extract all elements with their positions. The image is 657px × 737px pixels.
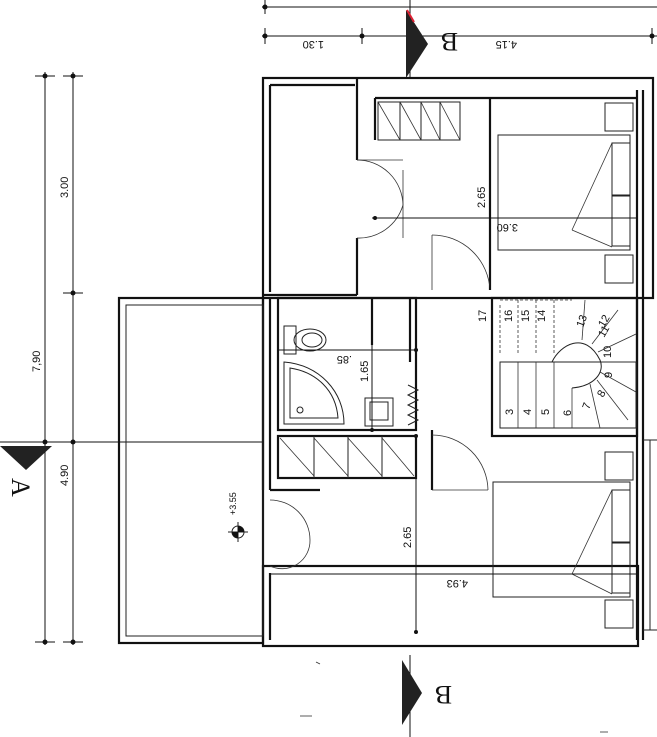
upper-left-room xyxy=(262,78,404,297)
stair-step-10: 10 xyxy=(602,346,614,358)
stair-step-16: 16 xyxy=(503,310,515,322)
dim-bedroom2-width: 4.93 xyxy=(447,577,468,589)
dim-bedroom2-depth: 2.65 xyxy=(402,527,414,548)
dim-bedroom1-depth: 2.65 xyxy=(476,187,488,208)
stair-step-4: 4 xyxy=(522,409,534,415)
dim-top-left: 1.30 xyxy=(303,38,324,50)
outer-walls xyxy=(261,76,657,648)
dim-total-height: 7,90 xyxy=(31,351,43,372)
level-label: +3.55 xyxy=(228,492,238,515)
stair-step-11: 11 xyxy=(596,324,612,340)
stair-step-6: 6 xyxy=(562,410,574,416)
level-marker: +3.55 xyxy=(228,492,248,542)
stair-step-7: 7 xyxy=(581,401,594,411)
hall-wardrobe xyxy=(276,434,418,480)
bathroom xyxy=(276,296,420,432)
bedroom-1 xyxy=(373,96,637,291)
dim-bath-b: .85 xyxy=(337,353,352,365)
bedroom-2 xyxy=(269,430,634,629)
stair-step-9: 9 xyxy=(603,372,615,378)
interior-dimensions xyxy=(270,110,637,634)
stair-step-17: 17 xyxy=(477,310,489,322)
stair-step-5: 5 xyxy=(540,409,552,415)
stair-step-12: 12 xyxy=(596,313,613,330)
section-b-bottom-label: B xyxy=(435,680,452,709)
dim-top-right: 4.15 xyxy=(496,38,517,50)
section-a-marker: A xyxy=(0,441,262,497)
stair-step-13: 13 xyxy=(575,313,590,329)
stair-step-14: 14 xyxy=(536,310,548,322)
dim-upper-part: 3.00 xyxy=(59,177,71,198)
stair-step-3: 3 xyxy=(504,409,516,415)
dim-bedroom1-width: 3.60 xyxy=(497,221,518,233)
terrace-outline xyxy=(117,296,265,645)
dim-lower-part: 4.90 xyxy=(59,465,71,486)
section-b-top-marker: B xyxy=(406,0,458,78)
staircase: 17 16 15 14 13 12 11 10 9 8 7 6 5 4 3 xyxy=(477,296,639,438)
stair-step-15: 15 xyxy=(520,310,532,322)
section-b-bottom-marker: B xyxy=(402,655,452,737)
stair-step-8: 8 xyxy=(595,388,608,399)
top-dimension-lines xyxy=(262,0,657,44)
dim-bath-a: 1.65 xyxy=(359,361,371,382)
section-b-top-label: B xyxy=(441,27,458,56)
section-a-label: A xyxy=(6,478,35,497)
left-dimension-lines xyxy=(35,72,83,645)
